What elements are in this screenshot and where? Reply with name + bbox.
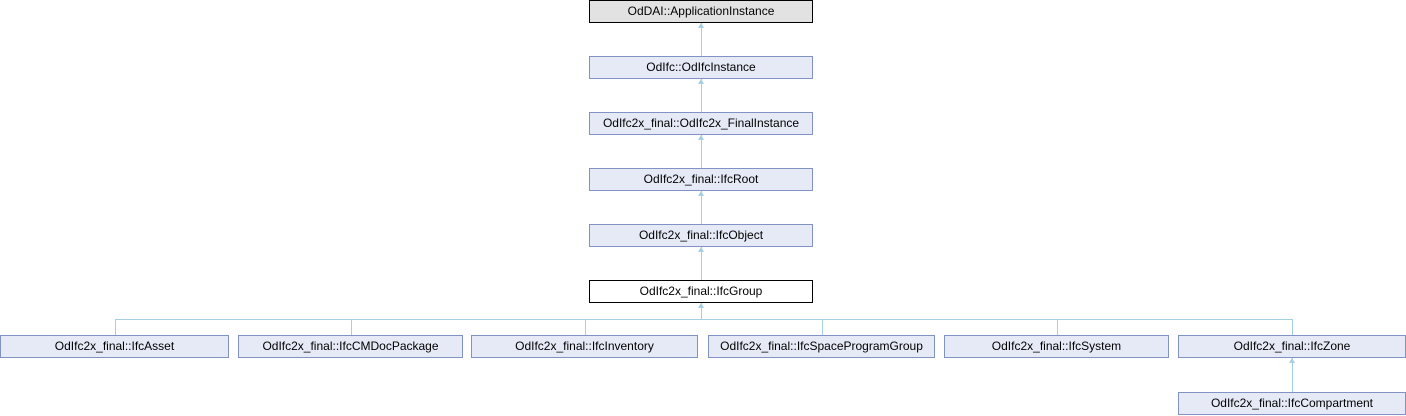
edge-n1-n0 [701,23,702,56]
edge-branch [351,319,352,335]
inheritance-arrowhead [698,135,704,140]
class-node-odifcinstance[interactable]: OdIfc::OdIfcInstance [589,56,813,79]
class-node-odifc2x_finalinstance[interactable]: OdIfc2x_final::OdIfc2x_FinalInstance [589,112,813,135]
class-node-label: OdDAI::ApplicationInstance [627,4,775,18]
class-node-ifcroot[interactable]: OdIfc2x_final::IfcRoot [589,168,813,191]
class-node-applicationinstance[interactable]: OdDAI::ApplicationInstance [589,0,813,23]
edge-n5-n4 [701,247,702,280]
class-node-label: OdIfc2x_final::IfcInventory [515,339,654,353]
class-node-ifccmdocpackage[interactable]: OdIfc2x_final::IfcCMDocPackage [238,335,463,358]
inheritance-arrowhead [698,23,704,28]
class-node-label: OdIfc::OdIfcInstance [646,60,756,74]
class-node-ifcasset[interactable]: OdIfc2x_final::IfcAsset [0,335,229,358]
class-node-label: OdIfc2x_final::IfcSpaceProgramGroup [720,339,923,353]
edge-branch [822,319,823,335]
edge-n2-n1 [701,79,702,112]
class-node-label: OdIfc2x_final::IfcGroup [639,284,763,298]
edge-bus-ifcgroup [115,319,1293,320]
inheritance-arrowhead [698,191,704,196]
edge-n3-n2 [701,135,702,168]
edge-branch [115,319,116,335]
class-node-ifczone[interactable]: OdIfc2x_final::IfcZone [1178,335,1406,358]
class-node-ifcinventory[interactable]: OdIfc2x_final::IfcInventory [471,335,698,358]
edge-stem-ifcgroup [701,303,702,319]
edge-branch [1292,319,1293,335]
class-node-label: OdIfc2x_final::OdIfc2x_FinalInstance [602,116,800,130]
inheritance-arrowhead [698,303,704,308]
edge-n12-n11 [1292,358,1293,392]
edge-n4-n3 [701,191,702,224]
class-node-ifcgroup[interactable]: OdIfc2x_final::IfcGroup [589,280,813,303]
class-node-label: OdIfc2x_final::IfcCompartment [1210,396,1374,410]
class-node-ifcobject[interactable]: OdIfc2x_final::IfcObject [589,224,813,247]
class-node-ifcsystem[interactable]: OdIfc2x_final::IfcSystem [944,335,1169,358]
edge-branch [585,319,586,335]
inheritance-arrowhead [698,79,704,84]
class-node-label: OdIfc2x_final::IfcSystem [991,339,1122,353]
inheritance-arrowhead [698,247,704,252]
inheritance-arrowhead [1289,358,1295,363]
class-node-label: OdIfc2x_final::IfcAsset [54,339,175,353]
class-node-label: OdIfc2x_final::IfcRoot [643,172,759,186]
edge-branch [1057,319,1058,335]
class-node-ifcspaceprogramgroup[interactable]: OdIfc2x_final::IfcSpaceProgramGroup [708,335,935,358]
class-node-label: OdIfc2x_final::IfcZone [1233,339,1351,353]
class-node-ifccompartment[interactable]: OdIfc2x_final::IfcCompartment [1178,392,1406,415]
class-node-label: OdIfc2x_final::IfcCMDocPackage [262,339,439,353]
class-node-label: OdIfc2x_final::IfcObject [638,228,764,242]
